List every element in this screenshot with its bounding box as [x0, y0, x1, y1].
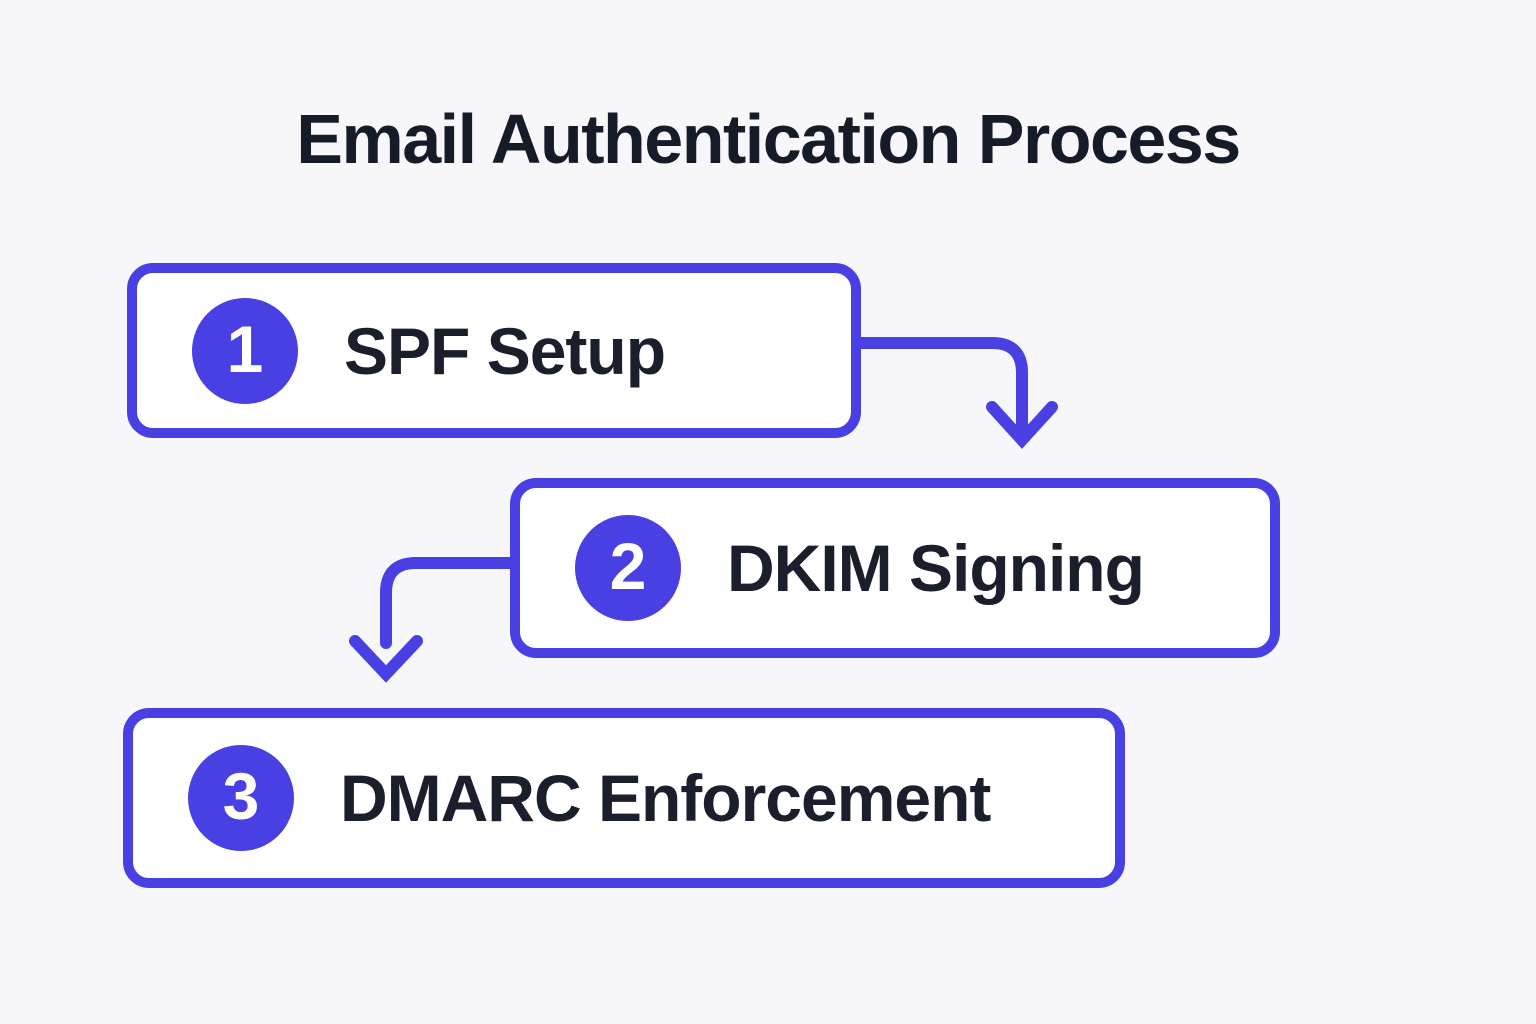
- arrow-step2-to-step3-icon: [349, 557, 522, 683]
- step-2-number: 2: [609, 529, 647, 603]
- step-1-box: 1 SPF Setup: [127, 263, 861, 438]
- step-1-number-badge: 1: [192, 297, 298, 404]
- arrow-step1-to-step2-icon: [850, 337, 1058, 449]
- step-3-label: DMARC Enforcement: [340, 761, 991, 835]
- step-3-number: 3: [222, 759, 260, 833]
- diagram-title: Email Authentication Process: [296, 100, 1241, 178]
- step-1-number: 1: [226, 311, 264, 386]
- step-2-label: DKIM Signing: [727, 531, 1145, 605]
- step-3-number-badge: 3: [188, 745, 294, 851]
- step-2-number-badge: 2: [575, 515, 681, 621]
- step-1-label: SPF Setup: [344, 313, 666, 388]
- step-3-box: 3 DMARC Enforcement: [123, 708, 1125, 888]
- step-2-box: 2 DKIM Signing: [510, 478, 1280, 658]
